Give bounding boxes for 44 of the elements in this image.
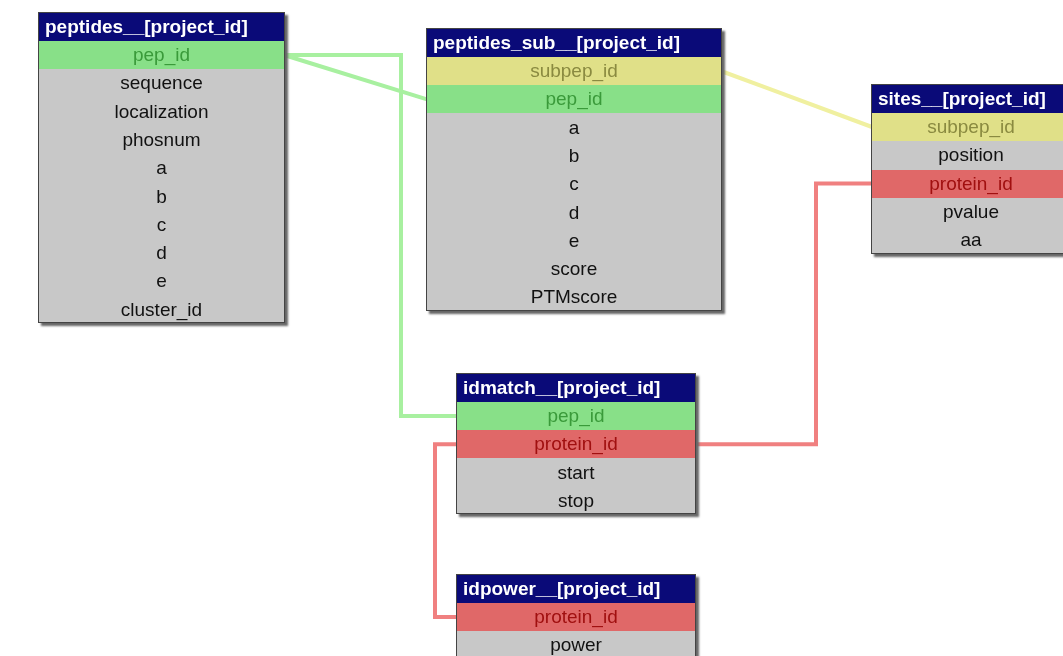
table-field: c: [39, 210, 284, 239]
database-table: [456, 373, 696, 515]
table-field: power: [457, 631, 695, 656]
database-table: [871, 84, 1063, 254]
database-table: [456, 574, 696, 656]
table-field: pep_id: [427, 85, 721, 114]
relation-line: [433, 442, 457, 619]
table-header: peptides_sub__[project_id]: [427, 29, 721, 57]
table-field: protein_id: [872, 169, 1063, 198]
table-field: a: [39, 154, 284, 183]
table-field: pep_id: [457, 402, 695, 430]
table-field: PTMscore: [427, 283, 721, 312]
table-field: pvalue: [872, 197, 1063, 226]
table-field: e: [427, 226, 721, 255]
table-field: aa: [872, 226, 1063, 255]
table-field: subpep_id: [872, 113, 1063, 141]
database-table: [426, 28, 722, 311]
table-field: pep_id: [39, 41, 284, 69]
table-header: idpower__[project_id]: [457, 575, 695, 603]
table-field: d: [427, 198, 721, 227]
table-field: stop: [457, 486, 695, 515]
table-header: idmatch__[project_id]: [457, 374, 695, 402]
table-field: protein_id: [457, 603, 695, 631]
table-field: protein_id: [457, 430, 695, 459]
table-field: b: [39, 182, 284, 211]
table-field: position: [872, 141, 1063, 170]
table-field: d: [39, 239, 284, 268]
table-header: sites__[project_id]: [872, 85, 1063, 113]
table-field: a: [427, 113, 721, 142]
relation-line: [720, 69, 873, 129]
table-field: cluster_id: [39, 295, 284, 324]
table-field: phosnum: [39, 125, 284, 154]
database-table: [38, 12, 285, 323]
table-field: start: [457, 458, 695, 487]
table-field: b: [427, 141, 721, 170]
table-field: e: [39, 267, 284, 296]
relation-line: [695, 181, 872, 447]
table-field: sequence: [39, 69, 284, 98]
table-field: c: [427, 170, 721, 199]
table-field: score: [427, 255, 721, 284]
relation-line: [284, 53, 457, 418]
table-header: peptides__[project_id]: [39, 13, 284, 41]
table-field: subpep_id: [427, 57, 721, 85]
table-field: localization: [39, 97, 284, 126]
